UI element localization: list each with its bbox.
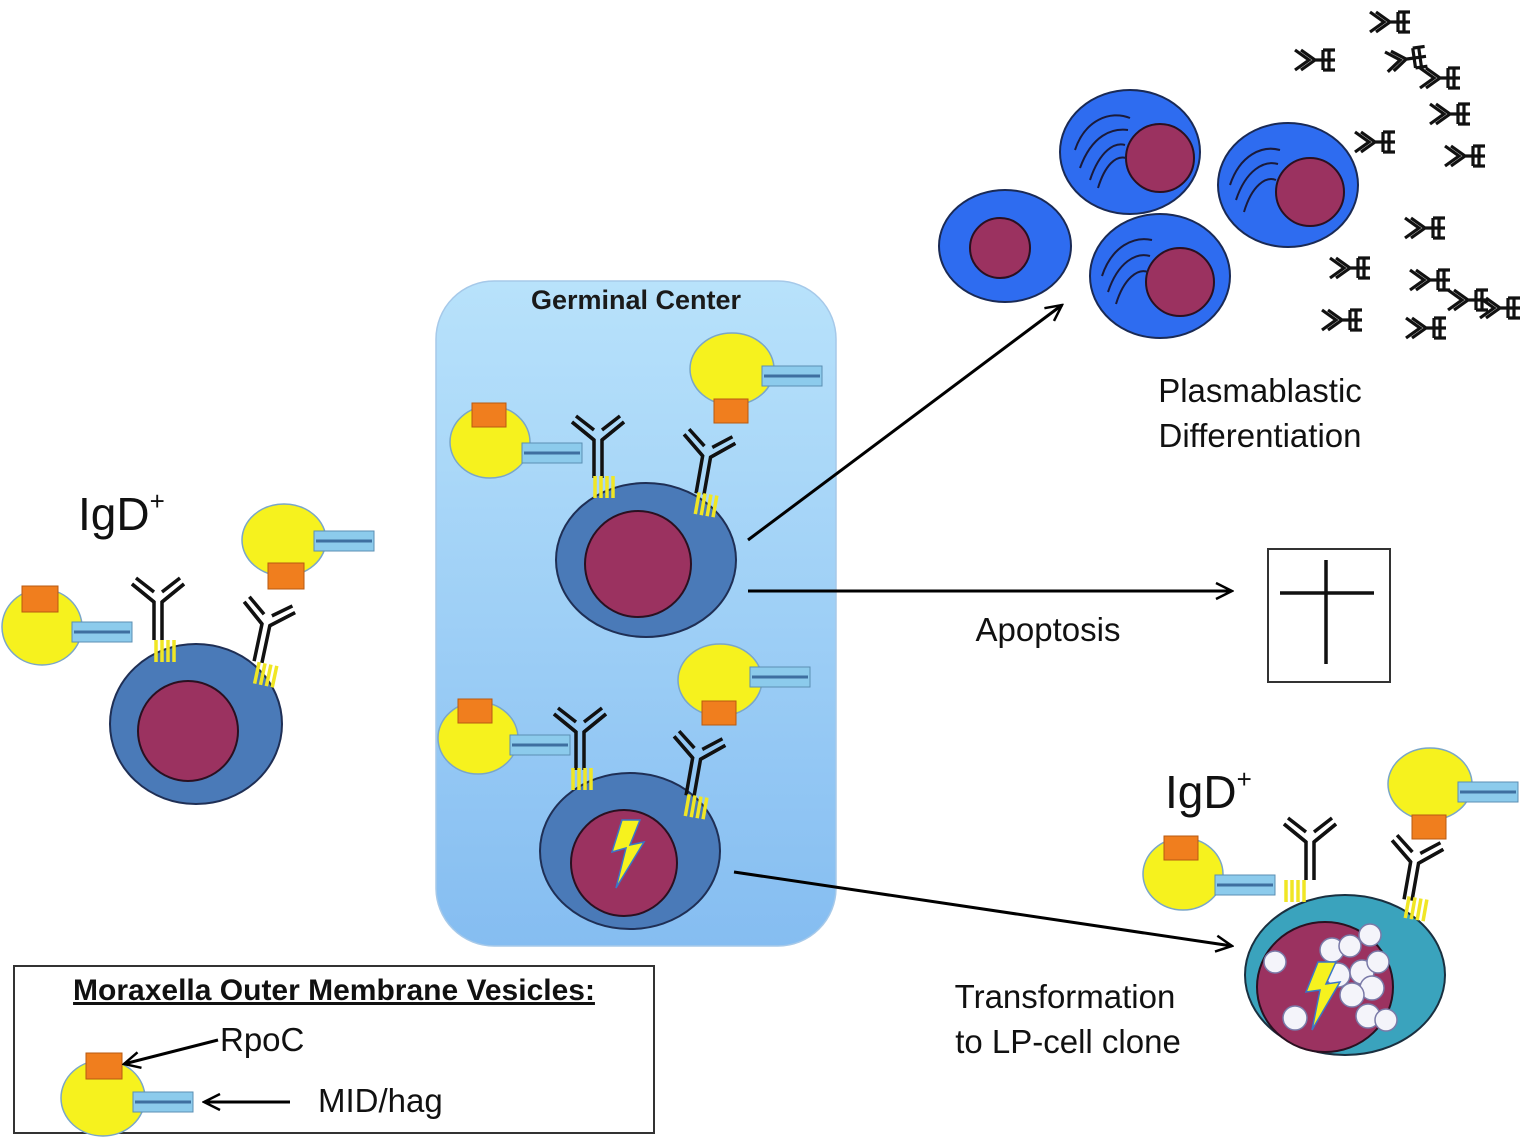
germinal-center-b-cell-lower xyxy=(437,643,812,930)
omv-vesicle-icon xyxy=(449,402,584,479)
arrow-to-plasmablast xyxy=(747,305,1062,542)
germinal-center-b-cell-upper xyxy=(449,332,824,638)
lightning-bolt-icon xyxy=(610,819,646,889)
igd-b-cell-left: IgD+ xyxy=(1,486,376,805)
transformation-label-line1: Transformation xyxy=(955,978,1176,1015)
germinal-center-title: Germinal Center xyxy=(531,285,742,315)
legend-rpoc-label: RpoC xyxy=(220,1021,304,1058)
omv-vesicle-icon xyxy=(1142,835,1277,911)
omv-vesicle-icon xyxy=(60,1052,195,1137)
lp-cell-clone: IgD+ xyxy=(1142,747,1520,1056)
omv-vesicle-icon xyxy=(677,643,812,726)
omv-vesicle-icon xyxy=(437,698,572,775)
omv-vesicle-icon xyxy=(1,585,134,666)
apoptosis-label: Apoptosis xyxy=(976,611,1121,648)
igd-right-label: IgD+ xyxy=(1165,764,1252,818)
plasmablast-cluster xyxy=(938,89,1359,339)
transformation-label-line2: to LP-cell clone xyxy=(955,1023,1181,1060)
antibody-icon xyxy=(1282,816,1338,882)
plasmablastic-label-line1: Plasmablastic xyxy=(1158,372,1362,409)
antibody-icon xyxy=(130,576,186,642)
cross-icon xyxy=(1267,548,1391,683)
lightning-bolt-icon xyxy=(1304,961,1342,1031)
omv-vesicle-icon xyxy=(1387,747,1520,840)
omv-vesicle-icon xyxy=(689,332,824,424)
plasmablastic-label-line2: Differentiation xyxy=(1158,417,1361,454)
rpoc-pointer-arrow xyxy=(124,1038,219,1064)
legend-box: Moraxella Outer Membrane Vesicles: RpoC … xyxy=(13,965,655,1137)
omv-vesicle-icon xyxy=(241,503,376,590)
antibody-icon xyxy=(1380,832,1447,907)
arrow-to-transformation xyxy=(733,870,1232,946)
igd-left-label: IgD+ xyxy=(78,486,165,540)
legend-title: Moraxella Outer Membrane Vesicles: xyxy=(73,974,595,1007)
legend-mid-hag-label: MID/hag xyxy=(318,1082,443,1119)
